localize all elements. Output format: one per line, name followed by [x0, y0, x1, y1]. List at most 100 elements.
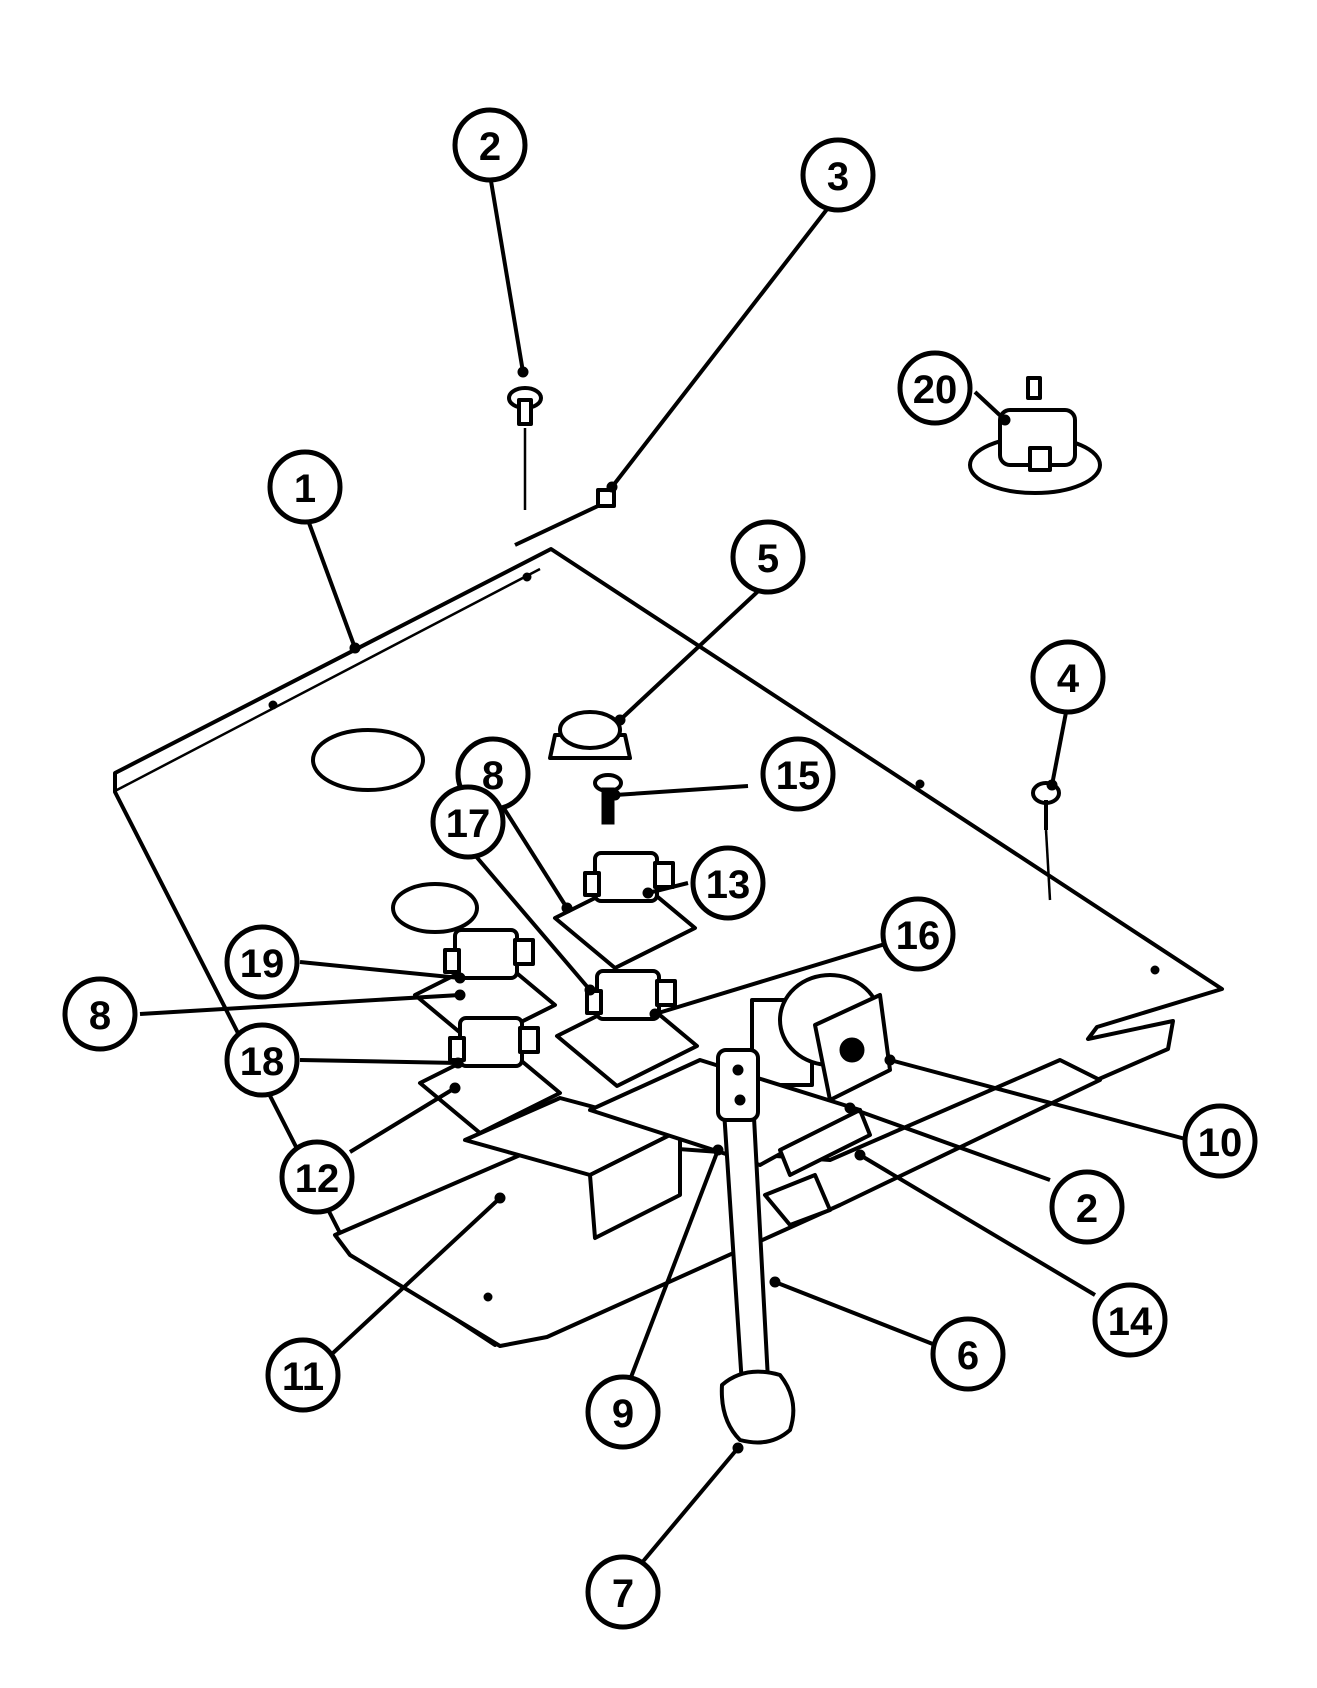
callout-label: 2	[479, 125, 501, 169]
callout-14: 14	[1092, 1282, 1168, 1358]
artwork	[113, 376, 1224, 1445]
thermostat-part-5	[548, 710, 632, 760]
callout-circle	[730, 519, 806, 595]
leader-c17	[466, 845, 592, 992]
leader-arrowhead	[454, 989, 466, 1001]
callout-5: 5	[730, 519, 806, 595]
callout-20: 20	[897, 350, 973, 426]
callout-19: 19	[224, 924, 300, 1000]
callout-label: 10	[1198, 1121, 1243, 1165]
leader-c16	[654, 932, 919, 1016]
leader-c2a	[488, 174, 525, 373]
leader-arrowhead	[454, 972, 466, 984]
leader-arrowhead	[999, 414, 1011, 426]
leader-c3	[610, 193, 840, 489]
leader-c18	[299, 1058, 459, 1065]
leader-c6	[774, 1280, 949, 1352]
callout-circle	[1182, 1103, 1258, 1179]
callout-label: 13	[706, 863, 751, 907]
leader-arrowhead	[854, 1149, 866, 1161]
thermostat-part-20	[968, 376, 1102, 495]
callout-17: 17	[430, 784, 506, 860]
callout-label: 9	[612, 1392, 634, 1436]
plate-large-hole	[311, 728, 425, 792]
switch-part-13	[553, 851, 697, 970]
knob-part-7	[719, 1369, 796, 1445]
mounting-hole	[1150, 965, 1160, 975]
plate-small-hole	[391, 882, 479, 934]
callout-label: 4	[1057, 657, 1080, 701]
callout-16: 16	[880, 896, 956, 972]
mounting-hole	[522, 572, 532, 582]
callout-label: 2	[1076, 1187, 1098, 1231]
leader-arrowhead	[642, 887, 654, 899]
callout-label: 5	[757, 537, 779, 581]
callout-circle	[279, 1139, 355, 1215]
callout-circle	[930, 1316, 1006, 1392]
mounting-hole	[483, 1292, 493, 1302]
leader-c2b	[849, 1106, 1051, 1182]
leader-c13	[647, 881, 689, 895]
callout-circle	[267, 449, 343, 525]
leader-c15	[614, 784, 749, 797]
callout-circle	[760, 736, 836, 812]
callout-label: 6	[957, 1334, 979, 1378]
leader-arrowhead	[517, 366, 529, 378]
callout-label: 3	[827, 155, 849, 199]
leader-arrowhead	[649, 1008, 661, 1020]
leader-arrowhead	[884, 1054, 896, 1066]
screw-part-15	[593, 773, 623, 825]
leader-arrowhead	[349, 642, 361, 654]
callout-4: 4	[1030, 639, 1106, 715]
callout-6: 6	[930, 1316, 1006, 1392]
leader-c8b	[139, 993, 461, 1016]
callout-circle	[897, 350, 973, 426]
mounting-hole	[915, 779, 925, 789]
leader-arrowhead	[561, 902, 573, 914]
callout-label: 12	[295, 1157, 340, 1201]
leader-lines	[139, 174, 1194, 1567]
leader-arrowhead	[584, 984, 596, 996]
callout-label: 8	[482, 754, 504, 798]
leader-arrowhead	[844, 1102, 856, 1114]
callout-circle	[430, 784, 506, 860]
callout-3: 3	[800, 137, 876, 213]
callout-2: 2	[452, 107, 528, 183]
callout-7: 7	[585, 1554, 661, 1630]
callout-circle	[224, 924, 300, 1000]
leader-arrowhead	[452, 1057, 464, 1069]
leader-c5	[618, 580, 770, 722]
callout-label: 14	[1108, 1300, 1153, 1344]
leader-c14	[858, 1153, 1097, 1297]
callout-label: 18	[240, 1040, 285, 1084]
leader-c7	[638, 1446, 740, 1567]
callout-label: 19	[240, 942, 285, 986]
callout-10: 10	[1182, 1103, 1258, 1179]
leader-arrowhead	[712, 1144, 724, 1156]
leader-c9	[626, 1149, 720, 1386]
callout-circle	[585, 1374, 661, 1450]
leader-c10	[889, 1058, 1194, 1143]
callout-9: 9	[585, 1374, 661, 1450]
callout-circle	[1049, 1169, 1125, 1245]
callout-circle	[585, 1554, 661, 1630]
callout-12: 12	[279, 1139, 355, 1215]
callout-label: 11	[282, 1355, 324, 1399]
callout-11: 11	[265, 1337, 341, 1413]
leader-arrowhead	[609, 789, 621, 801]
callout-circle	[62, 976, 138, 1052]
leader-arrowhead	[732, 1442, 744, 1454]
callout-label: 20	[913, 368, 958, 412]
leader-arrowhead	[449, 1082, 461, 1094]
screw-part-2	[507, 386, 543, 510]
wire-clip-part-3	[514, 488, 616, 547]
callout-label: 15	[776, 754, 821, 798]
callout-label: 1	[294, 467, 316, 511]
plate-lower-flange	[333, 1058, 1102, 1348]
callout-1: 1	[267, 449, 343, 525]
leader-c11	[331, 1196, 502, 1355]
callout-circle	[224, 1022, 300, 1098]
callout-label: 8	[89, 994, 111, 1038]
